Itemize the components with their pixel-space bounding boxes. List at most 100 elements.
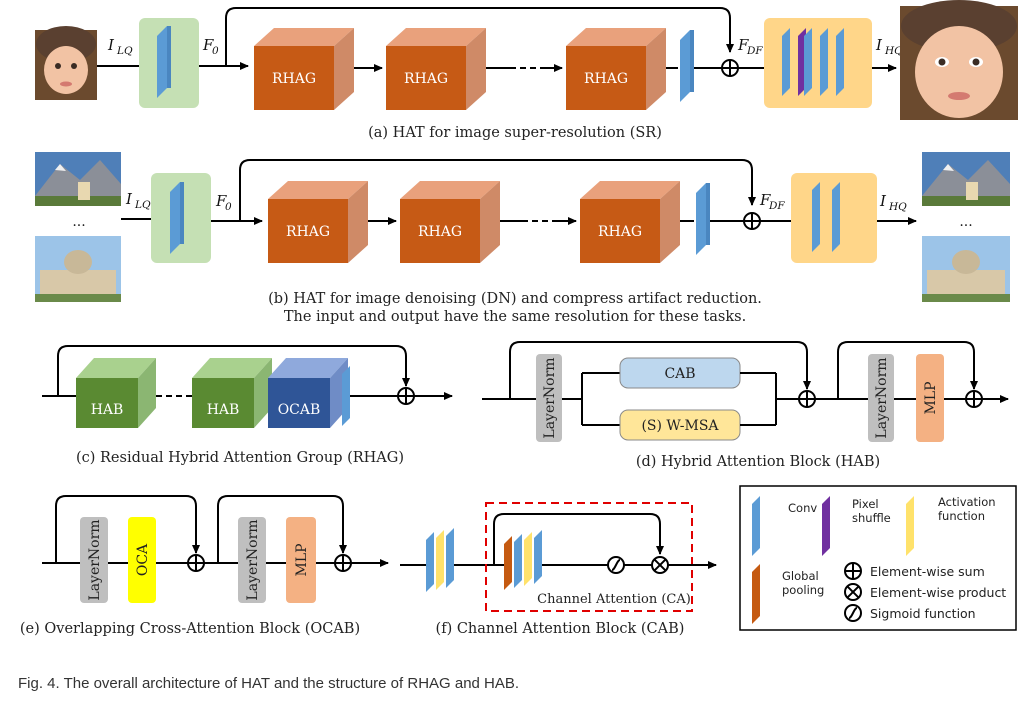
layernorm-2-label: LayerNorm [874,357,890,438]
conv-layer [342,366,350,426]
pixel-shuffle-icon [822,496,830,556]
hab-block: HAB [192,358,272,428]
residual-connection-2 [217,495,347,563]
feature-f0-subscript: 0 [212,45,219,57]
reconstruction-box [764,18,872,108]
deep-feature-symbol: F [737,36,749,54]
channel-attention-label: Channel Attention (CA) [537,592,691,607]
deep-feature-subscript: DF [746,45,763,57]
mlp-box [286,517,316,603]
panel-b: ... I LQ F 0 RHAG RHAG RHAG [35,152,1010,325]
mlp-label: MLP [923,381,939,414]
mlp-label: MLP [294,543,310,576]
panel-e: LayerNorm OCA LayerNorm MLP (e) Overlapp… [20,495,389,637]
legend-activation-label-2: function [938,509,985,523]
element-wise-product-icon [844,583,862,601]
legend-conv-label: Conv [788,501,817,515]
rhag-block: RHAG [580,181,680,263]
ellipsis-left: ... [72,214,85,230]
deep-feature-symbol: F [759,191,771,209]
layernorm-1-label: LayerNorm [542,357,558,438]
figure-caption: Fig. 4. The overall architecture of HAT … [18,675,519,692]
reconstruction-layers [812,182,840,252]
ellipsis-right: ... [959,214,972,230]
conv-layer [170,182,184,254]
activation-function-icon [906,496,914,556]
element-wise-sum-icon [844,562,862,580]
input-symbol: I [107,36,115,54]
baby-output-image [900,0,1018,120]
residual-connection-1 [509,341,811,399]
conv-icon [752,496,760,556]
ocab-label: OCAB [278,402,321,418]
mlp-box [916,354,944,442]
layernorm-2 [868,354,894,442]
panel-a: I LQ F 0 RHAG RHAG RHAG F DF [35,0,1018,141]
legend-pixel-shuffle-label-1: Pixel [852,497,879,511]
legend-sigmoid-label: Sigmoid function [870,606,976,621]
caption-b-line1: (b) HAT for image denoising (DN) and com… [268,291,762,307]
output-subscript: HQ [888,201,907,213]
oca-box [128,517,156,603]
input-subscript: LQ [116,45,133,57]
element-wise-sum-icon [743,212,761,230]
legend-sum-label: Element-wise sum [870,564,985,579]
residual-connection [57,345,410,396]
channel-attention-border [485,502,693,612]
rhag-block: RHAG [268,181,368,263]
baby-input-image [35,26,97,100]
feature-f0-subscript: 0 [225,201,232,213]
caption-a: (a) HAT for image super-resolution (SR) [368,125,662,141]
long-skip-connection [225,7,734,66]
cab-label: CAB [664,366,695,382]
deep-feature-subscript: DF [768,200,785,212]
ca-layer-stack [504,530,542,590]
element-wise-sum-icon [334,554,352,572]
output-subscript: HQ [884,45,903,57]
panel-f: Channel Attention (CA) (f) Channel Atten… [400,502,717,637]
caption-b-line2: The input and output have the same resol… [284,309,746,325]
caption-e: (e) Overlapping Cross-Attention Block (O… [20,621,360,637]
caption-f: (f) Channel Attention Block (CAB) [436,621,685,637]
sigmoid-icon [844,604,862,622]
rhag-block: RHAG [566,28,666,110]
rhag-label: RHAG [404,71,448,87]
rhag-label: RHAG [418,224,462,240]
output-symbol: I [879,192,887,210]
wmsa-label: (S) W-MSA [641,418,719,434]
sigmoid-icon [607,556,625,574]
feature-f0-symbol: F [202,36,214,54]
legend-global-pooling-label-2: pooling [782,583,824,597]
global-pooling-icon [752,564,760,624]
panel-c: HAB HAB OCAB (c) Residual Hybrid Attenti… [42,345,453,466]
mountain-input-image [35,152,121,206]
panel-d: LayerNorm CAB (S) W-MSA LayerNorm MLP (d… [482,341,1009,470]
legend-activation-label-1: Activation [938,495,996,509]
layernorm-1 [536,354,562,442]
mountain-output-image [922,152,1010,206]
rhag-label: RHAG [598,224,642,240]
layernorm-1-label: LayerNorm [87,519,103,600]
legend-pixel-shuffle-label-2: shuffle [852,511,891,525]
input-symbol: I [125,190,133,208]
element-wise-sum-icon [397,387,415,405]
rhag-block: RHAG [254,28,354,110]
residual-connection-1 [55,495,200,563]
conv-layer [696,183,710,255]
rhag-label: RHAG [286,224,330,240]
input-subscript: LQ [134,199,151,211]
cab-conv-stack [426,528,454,592]
layernorm-1 [80,517,108,603]
building-input-image [35,236,121,302]
rhag-label: RHAG [272,71,316,87]
residual-connection-2 [837,341,978,399]
output-symbol: I [875,36,883,54]
long-skip-connection [239,159,756,221]
element-wise-product-icon [651,556,669,574]
caption-c: (c) Residual Hybrid Attention Group (RHA… [76,450,404,466]
attention-connection [493,513,664,565]
hab-label: HAB [207,402,240,418]
legend-box [739,485,1017,631]
element-wise-sum-icon [965,390,983,408]
